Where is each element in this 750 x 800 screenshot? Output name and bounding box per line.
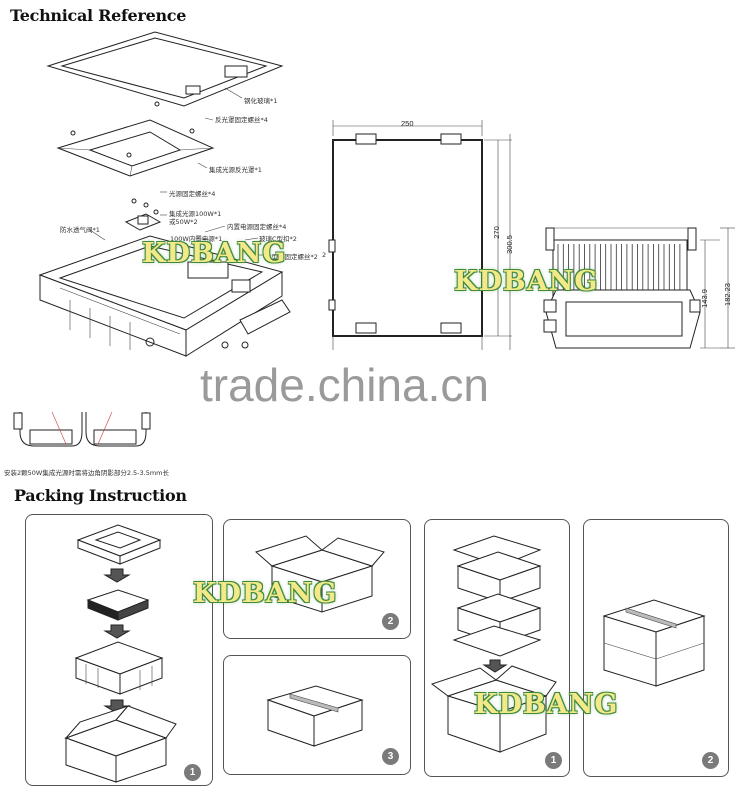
callout-vent-valve: 防水透气阀*1 [60,226,100,234]
step-number-badge: 1 [545,752,562,769]
step-number-badge: 2 [382,613,399,630]
technical-reference-heading: Technical Reference [10,6,187,25]
callout-led-50w: 或50W*2 [169,218,198,226]
callout-tempered-glass: 钢化玻璃*1 [244,97,278,105]
callout-light-source-screws: 光源固定螺丝*4 [169,190,216,198]
brand-watermark: KDBANG [474,689,619,720]
packing-instruction-heading: Packing Instruction [14,486,187,505]
callout-reflector-screws: 反光罩固定螺丝*4 [215,116,268,124]
callout-reflector: 集成光源反光罩*1 [209,166,262,174]
brand-watermark: KDBANG [454,266,599,297]
callout-led-100w: 集成光源100W*1 [169,210,222,218]
step-number-badge: 2 [702,752,719,769]
callout-clip-screws-count: 2 [322,251,327,259]
brand-watermark: KDBANG [142,238,287,269]
callout-clip-screws: C型扣固定螺丝*2 [267,253,318,261]
step-number-badge: 1 [184,764,201,781]
callout-driver-screws: 内置电源固定螺丝*4 [227,223,287,231]
dimension-width: 250 [401,119,414,128]
callout-glass-clip: 玻璃C型扣*2 [259,235,297,243]
step-number-badge: 3 [382,748,399,765]
packing-panel-3 [223,655,411,775]
site-watermark: trade.china.cn [200,359,489,411]
brand-watermark: KDBANG [193,578,338,609]
footnote: 安装2颗50W集成光源时需将边角阴影部分2.5-3.5mm长 [4,469,170,477]
callout-driver-100w: 100W内置电源*1 [170,235,223,243]
